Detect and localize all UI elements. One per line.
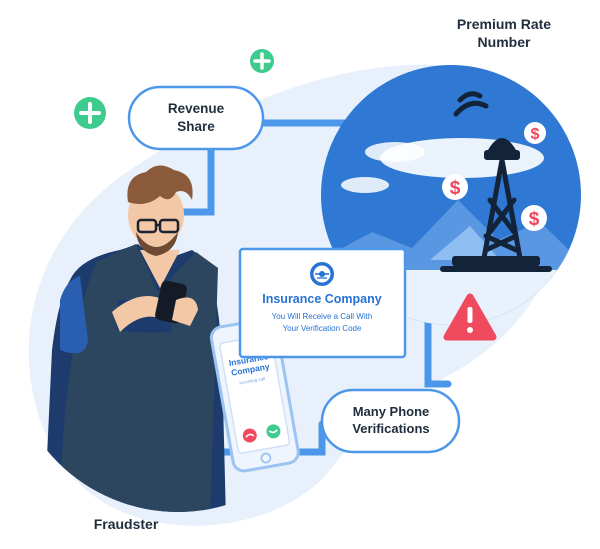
decline-call-button[interactable] <box>242 427 258 443</box>
many-phone-line2: Verifications <box>352 421 429 436</box>
dollar-icon: $ <box>442 174 468 200</box>
call-status: incoming call <box>239 376 265 385</box>
many-phone-verifications-node: Many Phone Verifications <box>320 388 461 454</box>
svg-text:$: $ <box>531 126 540 143</box>
fraudster-figure <box>44 244 226 512</box>
sms-line2: Your Verification Code <box>283 324 362 333</box>
sms-line1: You Will Receive a Call With <box>272 312 373 321</box>
sms-notification-card: Insurance Company You Will Receive a Cal… <box>238 247 407 359</box>
shield-icon <box>310 262 334 286</box>
fraudster-phone <box>112 280 198 332</box>
fraudster-label: Fraudster <box>94 516 159 532</box>
plus-icon <box>74 97 106 129</box>
sms-title: Insurance Company <box>262 292 382 306</box>
revenue-share-node: Revenue Share <box>127 85 265 151</box>
fraudster-head <box>127 165 193 256</box>
revenue-share-line2: Share <box>177 119 215 134</box>
premium-rate-line2: Number <box>478 34 531 50</box>
dollar-icon: $ <box>521 205 547 231</box>
revenue-share-line1: Revenue <box>168 101 225 116</box>
home-button[interactable] <box>260 452 272 464</box>
svg-text:$: $ <box>529 209 540 230</box>
many-phone-line1: Many Phone <box>353 404 430 419</box>
premium-rate-line1: Premium Rate <box>457 16 551 32</box>
accept-call-button[interactable] <box>265 423 281 439</box>
warning-icon <box>443 293 497 341</box>
svg-text:$: $ <box>450 178 461 199</box>
dollar-icon: $ <box>524 122 546 144</box>
plus-icon <box>250 49 274 73</box>
